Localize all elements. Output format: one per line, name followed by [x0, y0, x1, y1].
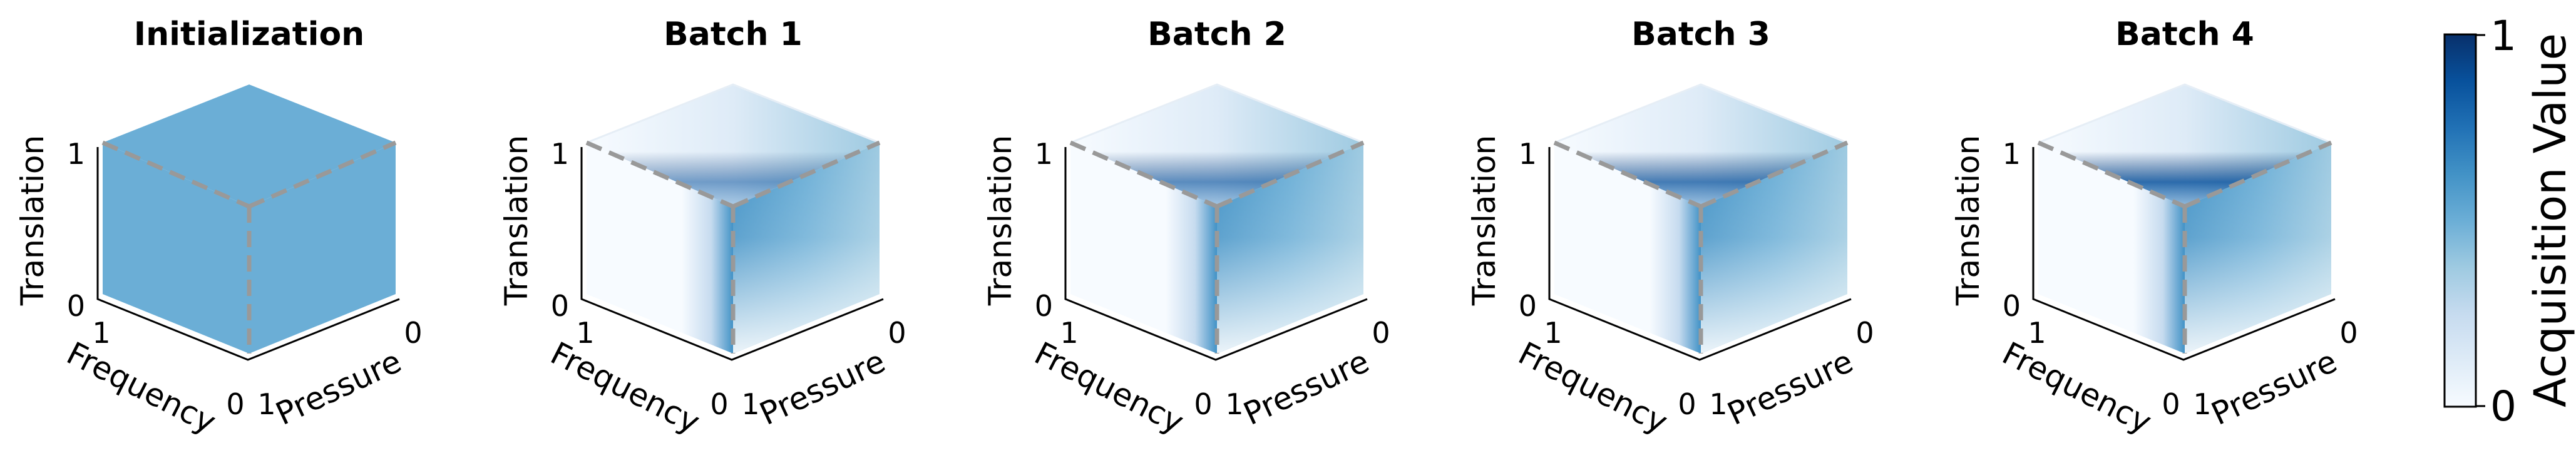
frequency-tick-near: 0 [710, 387, 728, 421]
cube-right-face-fade [2185, 143, 2331, 354]
vertical-axis-label: Translation [1466, 135, 1502, 306]
cube-top-outline [2038, 83, 2332, 144]
cube-dashed-edge [248, 140, 397, 209]
vertical-tick-top: 1 [551, 137, 569, 171]
vertical-tick-bottom: 0 [1519, 289, 1537, 323]
cube-right-face-fade [1217, 143, 1363, 354]
cube-top-face-highlight [2038, 84, 2331, 206]
frequency-axis-label: Frequency [1996, 335, 2157, 440]
vertical-tick-bottom: 0 [551, 289, 569, 323]
frequency-tick-near: 0 [1194, 387, 1212, 421]
cube-axis-lines [1548, 147, 1852, 361]
vertical-tick-top: 1 [1035, 137, 1053, 171]
frequency-tick-near: 0 [2162, 387, 2180, 421]
cube-dashed-edge [2037, 140, 2186, 209]
cube-axis-lines [1064, 147, 1368, 361]
vertical-tick-top: 1 [1519, 137, 1537, 171]
pressure-tick-near: 1 [1709, 387, 1727, 421]
panel-title: Batch 2 [1147, 16, 1286, 53]
cube-dashed-edge [585, 140, 734, 209]
frequency-tick-far: 1 [576, 316, 594, 350]
cube-top-outline [586, 83, 880, 144]
frequency-axis-label: Frequency [545, 335, 705, 440]
cube-right-face [249, 143, 396, 354]
frequency-tick-far: 1 [1060, 316, 1078, 350]
panel-title: Batch 3 [1631, 16, 1770, 53]
colorbar: 1 0 Acquisition Value [2443, 12, 2576, 430]
cube-dashed-edge [101, 140, 250, 209]
vertical-axis-label: Translation [498, 135, 535, 306]
pressure-axis-label: Pressure [270, 343, 407, 432]
pressure-axis-label: Pressure [754, 343, 891, 432]
pressure-tick-far: 0 [2339, 316, 2358, 350]
colorbar-gradient [2443, 33, 2477, 408]
cube-axis-lines [580, 147, 884, 361]
panel-title: Batch 4 [2115, 16, 2254, 53]
vertical-tick-top: 1 [2003, 137, 2021, 171]
cube-left-face [1070, 143, 1217, 354]
cube-dashed-edge [1700, 140, 1849, 209]
panel-title: Batch 1 [664, 16, 803, 53]
cube-top-face-highlight [1554, 84, 1847, 206]
cube-left-face [587, 143, 733, 354]
vertical-axis-label: Translation [982, 135, 1019, 306]
vertical-axis-label: Translation [1950, 135, 1986, 306]
frequency-tick-far: 1 [92, 316, 110, 350]
colorbar-label: Acquisition Value [2525, 33, 2576, 407]
cube-right-face-fade [733, 143, 880, 354]
cube-left-face [2038, 143, 2185, 354]
cube-top-outline [1554, 83, 1848, 144]
frequency-tick-far: 1 [1544, 316, 1562, 350]
vertical-axis-label: Translation [14, 135, 51, 306]
cube-axis-lines [96, 147, 400, 361]
cube-top-face-highlight [587, 84, 880, 206]
colorbar-tick-label-max: 1 [2490, 12, 2517, 60]
frequency-axis-label: Frequency [1029, 335, 1189, 440]
pressure-tick-near: 1 [2193, 387, 2211, 421]
cube-top-face [103, 84, 396, 206]
pressure-tick-near: 1 [257, 387, 275, 421]
cube-dashed-edge [1216, 140, 1365, 209]
pressure-tick-near: 1 [741, 387, 759, 421]
vertical-tick-top: 1 [67, 137, 85, 171]
frequency-axis-label: Frequency [1512, 335, 1673, 440]
colorbar-tick-label-min: 0 [2490, 382, 2517, 430]
cube-dashed-edge [732, 140, 881, 209]
frequency-tick-near: 0 [226, 387, 244, 421]
cube-axis-lines [2032, 147, 2336, 361]
vertical-tick-bottom: 0 [67, 289, 85, 323]
cube-left-face [103, 143, 249, 354]
pressure-tick-far: 0 [404, 316, 422, 350]
cube-right-face-fade [1701, 143, 1847, 354]
cube-left-face [1554, 143, 1701, 354]
frequency-tick-far: 1 [2028, 316, 2046, 350]
cube-top-face-highlight [1070, 84, 1363, 206]
pressure-tick-far: 0 [888, 316, 906, 350]
pressure-tick-far: 0 [1372, 316, 1390, 350]
pressure-axis-label: Pressure [2206, 343, 2343, 432]
frequency-axis-label: Frequency [61, 335, 221, 440]
vertical-tick-bottom: 0 [1035, 289, 1053, 323]
panel-title: Initialization [134, 16, 364, 53]
pressure-tick-near: 1 [1225, 387, 1243, 421]
frequency-tick-near: 0 [1678, 387, 1696, 421]
cube-dashed-edge [1069, 140, 1218, 209]
cube-dashed-edge [2183, 140, 2332, 209]
pressure-axis-label: Pressure [1722, 343, 1859, 432]
cube-dashed-edge [1553, 140, 1702, 209]
pressure-tick-far: 0 [1855, 316, 1874, 350]
vertical-tick-bottom: 0 [2003, 289, 2021, 323]
pressure-axis-label: Pressure [1238, 343, 1375, 432]
cube-top-outline [1070, 83, 1364, 144]
